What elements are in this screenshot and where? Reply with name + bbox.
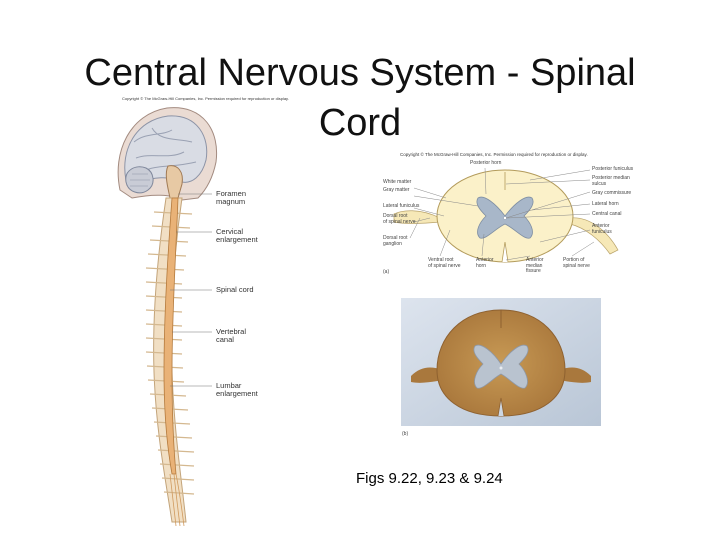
label-gray-matter: Gray matter — [383, 187, 410, 193]
label-dorsal-root: Dorsal root of spinal nerve — [383, 213, 416, 225]
slide-title: Central Nervous System - Spinal Cord — [84, 52, 636, 144]
label-dorsal-root-ganglion: Dorsal root ganglion — [383, 235, 408, 247]
left-copyright: Copyright © The McGraw-Hill Companies, I… — [122, 96, 289, 101]
label-white-matter: White matter — [383, 179, 412, 185]
label-posterior-funiculus: Posterior funiculus — [592, 166, 634, 172]
label-lateral-horn: Lateral horn — [592, 201, 619, 207]
right-copyright: Copyright © The McGraw-Hill Companies, I… — [400, 152, 588, 157]
label-portion-spinal-nerve: Portion of spinal nerve — [563, 257, 590, 269]
label-foramen-magnum: Foramen magnum — [216, 189, 247, 206]
brain-spinal-cord-illustration — [117, 107, 218, 527]
label-anterior-funiculus: Anterior funiculus — [592, 223, 612, 235]
label-gray-commissure: Gray commissure — [592, 190, 632, 196]
label-lumbar-enlargement: Lumbar enlargement — [216, 381, 258, 398]
label-central-canal: Central canal — [592, 211, 622, 217]
label-cervical-enlargement: Cervical enlargement — [216, 227, 258, 244]
label-anterior-median-fissure: Anterior median fissure — [526, 257, 544, 274]
panel-label-a: (a) — [383, 269, 390, 275]
label-ventral-root: Ventral root of spinal nerve — [428, 257, 461, 269]
label-spinal-cord: Spinal cord — [216, 285, 254, 294]
label-lateral-funiculus: Lateral funiculus — [383, 203, 420, 209]
label-posterior-median-sulcus: Posterior median sulcus — [592, 175, 630, 187]
figure-caption: Figs 9.22, 9.23 & 9.24 — [356, 470, 503, 487]
label-anterior-horn: Anterior horn — [476, 257, 494, 269]
label-posterior-horn: Posterior horn — [470, 160, 502, 166]
panel-label-b: (b) — [402, 431, 409, 437]
spinal-cord-cross-section-diagram — [393, 167, 619, 263]
spinal-cord-micrograph — [401, 298, 601, 426]
label-vertebral-canal: Vertebral canal — [216, 327, 247, 344]
